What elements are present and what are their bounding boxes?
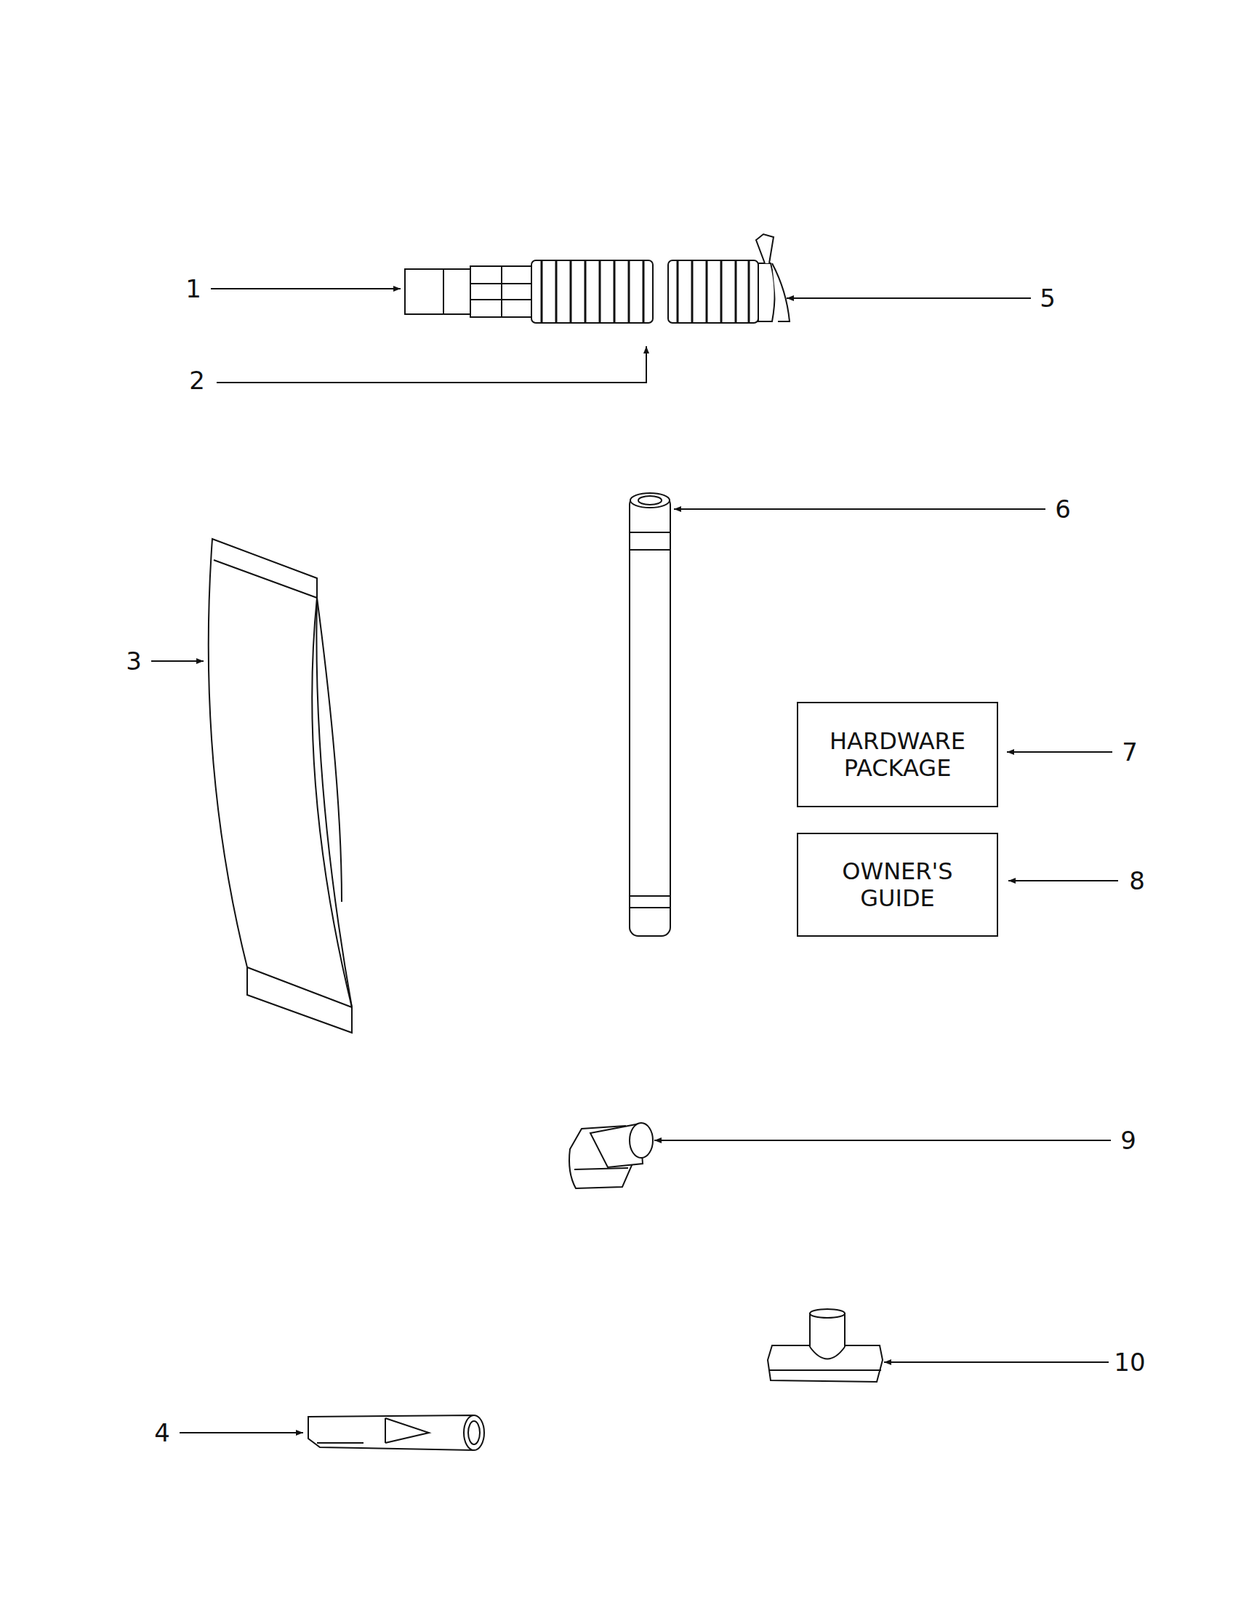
leader-lines — [151, 288, 1119, 1433]
wand-drawing — [629, 492, 671, 936]
hose-drawing — [404, 234, 790, 323]
package-box: OWNER'S GUIDE — [796, 832, 999, 937]
callout-number: 8 — [1129, 865, 1146, 895]
dusting-brush-drawing — [767, 1308, 883, 1382]
callout-number: 1 — [185, 274, 202, 304]
callout-number: 3 — [125, 646, 142, 676]
upholstery-tool-drawing — [569, 1122, 653, 1188]
package-box: HARDWARE PACKAGE — [796, 701, 999, 807]
callout-number: 10 — [1113, 1347, 1146, 1377]
callout-number: 2 — [189, 365, 206, 395]
dust-bag-drawing — [208, 538, 352, 1033]
callout-number: 9 — [1120, 1125, 1137, 1155]
box-text: OWNER'S GUIDE — [817, 857, 978, 912]
callout-number: 5 — [1039, 283, 1056, 313]
callout-number: 6 — [1054, 494, 1071, 524]
callout-number: 4 — [154, 1417, 171, 1447]
callout-number: 7 — [1121, 737, 1138, 767]
box-text: HARDWARE PACKAGE — [817, 727, 978, 782]
crevice-tool-drawing — [308, 1414, 485, 1450]
